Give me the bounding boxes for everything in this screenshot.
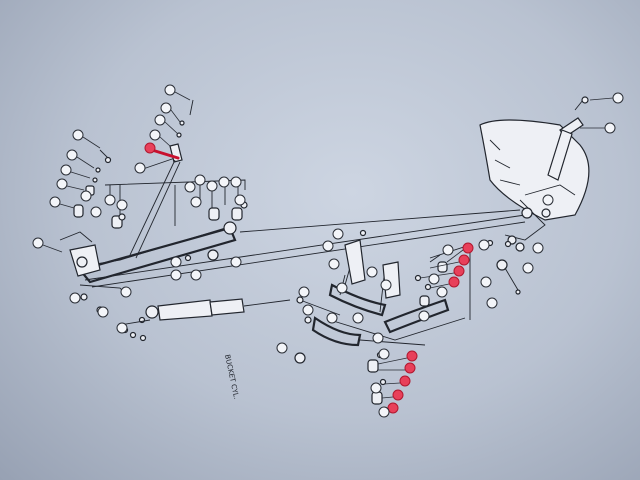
callout-balloon <box>580 122 616 134</box>
callout-balloon <box>370 382 382 394</box>
callout-balloon <box>542 194 554 206</box>
callout-balloon <box>206 180 218 192</box>
callout-balloon-highlighted <box>381 389 404 401</box>
callout-balloon <box>194 174 206 186</box>
callout-balloon <box>442 244 454 256</box>
callout-balloon <box>32 237 63 253</box>
callout-balloon <box>116 199 128 211</box>
callout-balloon-highlighted <box>429 276 460 289</box>
callout-balloon <box>276 342 288 354</box>
callout-balloon-highlighted <box>387 402 399 414</box>
callout-balloon <box>322 240 334 252</box>
callout-balloon <box>522 262 534 274</box>
callout-balloon <box>332 228 344 240</box>
callout-balloon <box>149 129 171 147</box>
callout-balloon <box>378 406 390 418</box>
callout-balloon <box>372 332 384 344</box>
callout-balloon <box>170 256 182 268</box>
top-pin-assembly <box>129 99 194 259</box>
callout-balloon <box>190 196 202 208</box>
callout-balloon <box>97 306 109 318</box>
left-pivot-bracket <box>59 231 129 314</box>
callout-balloon <box>336 282 348 294</box>
callout-balloon <box>378 348 390 360</box>
callout-balloon-highlighted <box>378 362 416 374</box>
callout-balloon <box>160 102 181 123</box>
callout-balloon-highlighted <box>446 242 474 263</box>
callout-balloons <box>32 84 624 418</box>
callout-balloon <box>366 266 378 278</box>
highlighted-pin <box>150 148 180 160</box>
callout-balloon <box>170 269 182 281</box>
callout-balloon <box>352 312 364 324</box>
callout-balloon <box>418 310 430 322</box>
callout-balloon-highlighted <box>377 350 418 365</box>
callout-balloon <box>436 286 448 298</box>
callout-balloon <box>164 84 191 101</box>
callout-balloon <box>120 286 132 298</box>
callout-balloon <box>234 194 246 206</box>
upper-left-hardware <box>73 149 246 229</box>
callout-balloon <box>328 258 340 270</box>
center-linkage-arms <box>294 229 466 364</box>
bucket-assembly <box>479 96 590 295</box>
callout-balloon <box>69 292 81 304</box>
cylinder-label: BUCKET CYL. <box>223 354 240 400</box>
callout-balloon <box>154 114 179 135</box>
callout-balloon <box>298 286 310 298</box>
callout-balloon <box>589 92 624 104</box>
callout-balloon <box>60 164 91 179</box>
callout-balloon <box>326 312 338 324</box>
long-linkage-bars <box>78 209 526 288</box>
callout-balloon <box>90 206 102 218</box>
callout-balloon <box>478 239 490 251</box>
callout-balloon <box>230 176 242 188</box>
callout-balloon <box>104 194 116 206</box>
callout-balloon <box>230 256 242 268</box>
callout-balloon <box>116 322 128 334</box>
callout-balloon <box>80 190 92 202</box>
callout-balloon <box>302 304 314 316</box>
callout-balloon <box>184 181 196 193</box>
callout-balloon-highlighted <box>144 142 156 154</box>
callout-balloon <box>134 162 146 174</box>
callout-balloon <box>428 273 440 285</box>
callout-balloon <box>190 269 202 281</box>
callout-balloon <box>380 279 392 291</box>
bucket-cylinder: BUCKET CYL. <box>119 298 291 400</box>
callout-balloon <box>218 176 230 188</box>
callout-balloon <box>66 149 95 169</box>
callout-balloon <box>49 196 75 209</box>
callout-balloon <box>486 297 498 309</box>
callout-balloon <box>532 242 544 254</box>
callout-balloon-highlighted <box>429 254 470 269</box>
callout-balloon <box>72 129 101 149</box>
callout-balloon <box>56 178 85 191</box>
callout-balloon <box>480 276 492 288</box>
callout-balloon-highlighted <box>383 375 411 387</box>
